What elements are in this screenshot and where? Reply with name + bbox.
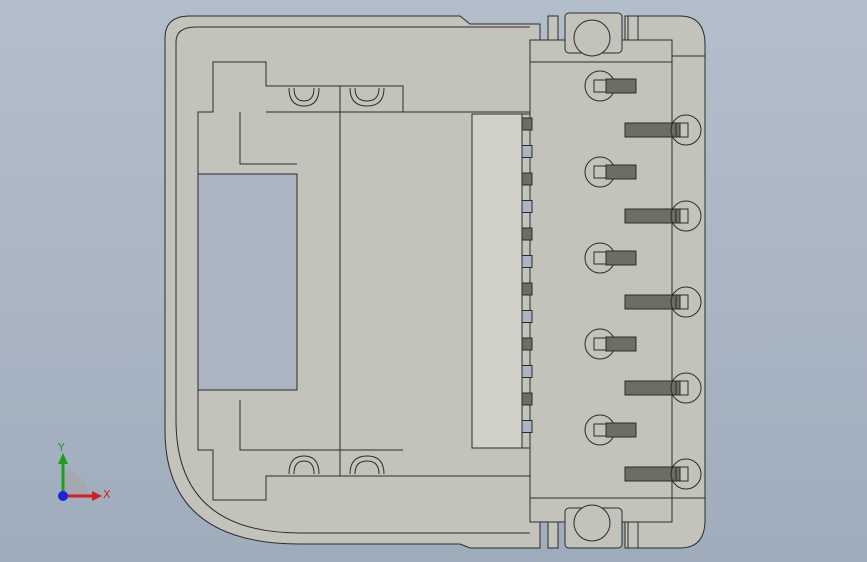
short-pin — [605, 250, 637, 266]
y-axis-arrowhead — [58, 453, 68, 464]
x-axis-arrowhead — [92, 491, 102, 501]
comb-tooth — [521, 310, 533, 323]
comb-teeth — [521, 117, 533, 433]
comb-tooth — [521, 365, 533, 378]
pin-hole — [670, 200, 702, 232]
spring-bump — [349, 87, 385, 107]
window-slot — [197, 173, 298, 391]
short-pin — [605, 336, 637, 352]
coordinate-triad: Y X — [46, 440, 116, 510]
long-pin — [624, 208, 681, 224]
triad-quarter-disc — [63, 470, 89, 496]
comb-tooth — [521, 172, 533, 186]
spring-bump — [354, 87, 380, 102]
mount-boss — [573, 504, 611, 542]
long-pin — [624, 122, 681, 138]
spring-bump — [349, 455, 385, 475]
z-axis-dot — [58, 491, 68, 501]
long-pin — [624, 466, 681, 482]
center-housing — [529, 39, 673, 523]
pin-square — [675, 208, 689, 224]
comb-tooth — [521, 227, 533, 241]
mount-boss — [573, 19, 611, 57]
pin-hole — [670, 372, 702, 404]
post — [547, 15, 559, 41]
pin-hole — [670, 114, 702, 146]
comb-tooth — [521, 337, 533, 351]
inner-housing-edge — [175, 26, 530, 534]
pin-hole — [670, 286, 702, 318]
spring-bump — [288, 455, 320, 475]
comb-tooth — [521, 282, 533, 296]
pin-square — [675, 122, 689, 138]
short-pin — [605, 164, 637, 180]
post — [627, 15, 639, 41]
spring-bump — [293, 87, 315, 102]
comb-tooth — [521, 117, 533, 131]
post — [547, 521, 559, 549]
comb-tooth — [521, 200, 533, 213]
comb-tooth — [521, 420, 533, 433]
post — [627, 521, 639, 549]
slider-face — [471, 113, 525, 449]
y-axis-label: Y — [58, 441, 65, 454]
pin-hole — [670, 458, 702, 490]
short-pin — [605, 422, 637, 438]
comb-tooth — [521, 145, 533, 158]
spring-bump — [354, 460, 380, 475]
short-pin — [605, 78, 637, 94]
spring-bump — [293, 460, 315, 475]
comb-tooth — [521, 392, 533, 406]
x-axis-label: X — [103, 488, 111, 501]
pin-square — [675, 294, 689, 310]
long-pin — [624, 380, 681, 396]
comb-tooth — [521, 255, 533, 268]
pin-square — [675, 466, 689, 482]
long-pin — [624, 294, 681, 310]
spring-bump — [288, 87, 320, 107]
pin-square — [675, 380, 689, 396]
pin-rows — [584, 70, 702, 490]
